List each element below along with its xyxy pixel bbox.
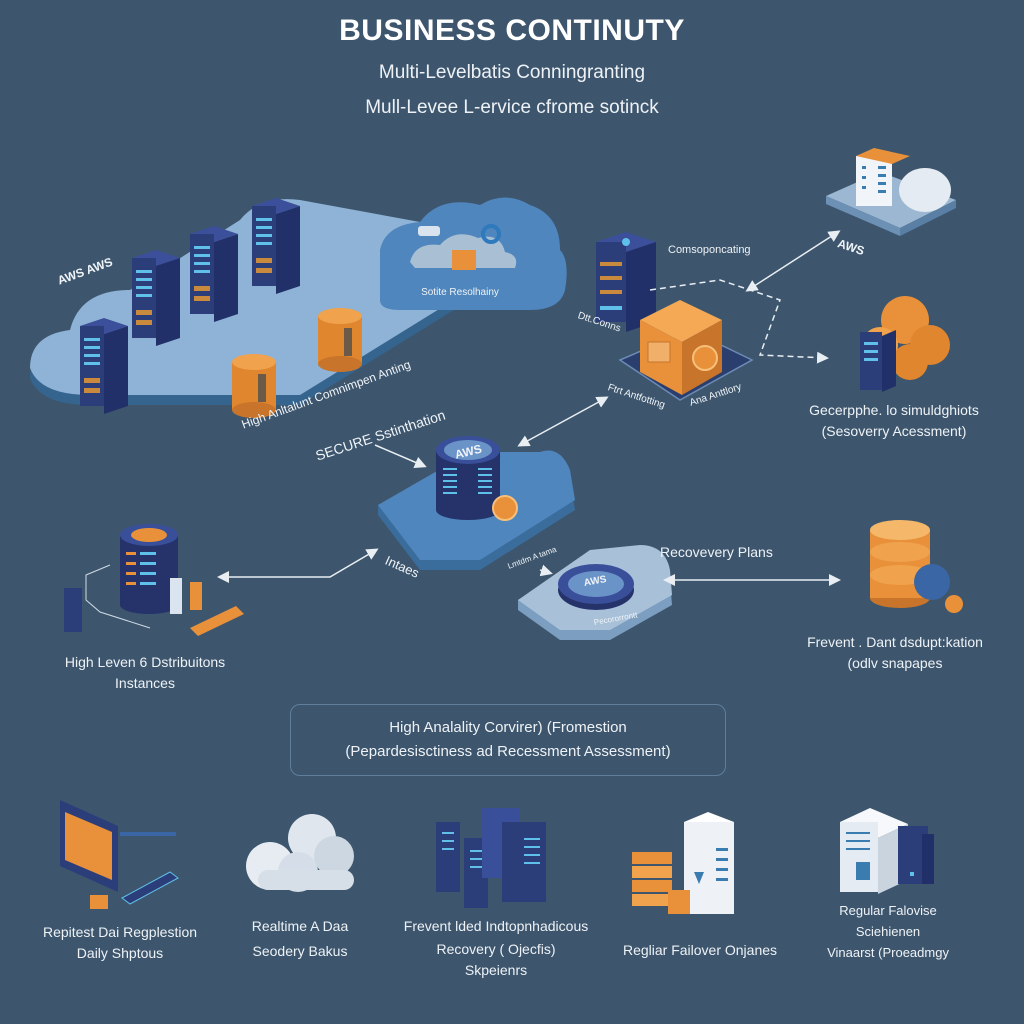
right-mid-label-line-2: (Sesoverry Acessment) xyxy=(821,423,967,439)
center-cloud-label: Sotite Resolhainy xyxy=(421,287,499,298)
caption-line: Seodery Bakus xyxy=(252,943,348,959)
right-mid-label-line-1: Gecerpphe. lo simuldghiots xyxy=(809,402,979,418)
top-right-building-art xyxy=(826,148,956,236)
recovery-plans-label: Recovevery Plans xyxy=(660,544,773,560)
caption-line: Sciehienen xyxy=(855,924,921,939)
left-mid-label: High Leven 6 Dstribuitons Instances xyxy=(40,652,250,694)
caption-line: Realtime A Daa xyxy=(251,918,349,934)
cloud-icon xyxy=(246,814,354,892)
left-mid-db-art xyxy=(64,524,244,636)
callout-line-2: (Pepardesisctiness ad Recessment Assessm… xyxy=(345,743,671,760)
callout-box: High Analality Corvirer) (Fromestion (Pe… xyxy=(290,704,726,776)
server-label: Dtt.Conns xyxy=(576,310,622,335)
small-base-label: Pecororrontt xyxy=(593,610,639,627)
caption-line: Daily Shptous xyxy=(76,945,164,961)
right-db-label: Frevent . Dant dsdupt:kation (odlv snapa… xyxy=(790,632,1000,674)
server-rack xyxy=(190,226,238,322)
left-mid-label-line-2: Instances xyxy=(115,675,175,691)
page-subtitle-2: Mull-Levee L-ervice cfrome sotinck xyxy=(365,97,659,118)
bottom-item-1-caption: Repitest Dai Regplestion Daily Shptous xyxy=(20,922,220,964)
server-rack xyxy=(80,318,128,414)
bottom-item-4-caption: Regliar Failover Onjanes xyxy=(600,940,800,961)
right-db-label-line-2: (odlv snapapes xyxy=(847,655,943,671)
right-db-stack-art xyxy=(870,520,963,613)
cylinder-label-2: SECURE Sstinthation xyxy=(313,406,448,464)
cylinder-label-1: High Anltalunt Comnimpen Anting xyxy=(239,357,413,432)
left-mid-label-line-1: High Leven 6 Dstribuitons xyxy=(64,654,226,670)
caption-line: Regliar Failover Onjanes xyxy=(622,942,778,958)
caption-line: Regular Falovise xyxy=(839,903,937,918)
bottom-item-3-caption: Frevent lded Indtopnhadicous Recovery ( … xyxy=(386,916,606,981)
center-aws-cylinder-label: AWS xyxy=(453,441,484,462)
caption-line: Frevent lded Indtopnhadicous xyxy=(403,918,589,934)
server-rack-icon xyxy=(436,808,546,908)
caption-line: Skpeienrs xyxy=(464,962,528,978)
bottom-item-2-caption: Realtime A Daa Seodery Bakus xyxy=(210,916,390,962)
storage-boxes-icon xyxy=(632,812,734,914)
monitor-icon xyxy=(60,800,179,909)
right-mid-label: Gecerpphe. lo simuldghiots (Sesoverry Ac… xyxy=(784,400,1004,442)
caption-line: Repitest Dai Regplestion xyxy=(42,924,198,940)
small-disc-label: AWS xyxy=(583,574,608,589)
caption-line: Vinaarst (Proeadmgy xyxy=(827,945,949,960)
callout-line-1: High Analality Corvirer) (Fromestion xyxy=(389,719,627,736)
cloud-label-aws: AWS AWS xyxy=(55,254,115,288)
bottom-item-5-caption: Regular Falovise Sciehienen Vinaarst (Pr… xyxy=(788,900,988,963)
right-mid-cloud-server-art xyxy=(860,296,950,392)
page-subtitle-1: Multi-Levelbatis Conningranting xyxy=(378,62,646,83)
page-title: BUSINESS CONTINUTY xyxy=(339,14,685,47)
base-label-left: Ftrt Antfotting xyxy=(606,382,667,412)
right-db-label-line-1: Frevent . Dant dsdupt:kation xyxy=(807,634,983,650)
top-right-aws-label: AWS xyxy=(835,236,867,259)
center-left-label: Intaes xyxy=(382,552,422,581)
center-arrow-label: Lmtdm A tama xyxy=(506,544,558,571)
base-label-right: Ana Anttlory xyxy=(688,381,743,409)
caption-line: Recovery ( Ojecfis) xyxy=(436,941,556,957)
server-rack xyxy=(132,250,180,346)
server-rack xyxy=(252,198,300,294)
document-server-icon xyxy=(840,808,934,894)
server-racks-left xyxy=(80,198,300,414)
connector-label: Comsoponcating xyxy=(668,244,751,256)
